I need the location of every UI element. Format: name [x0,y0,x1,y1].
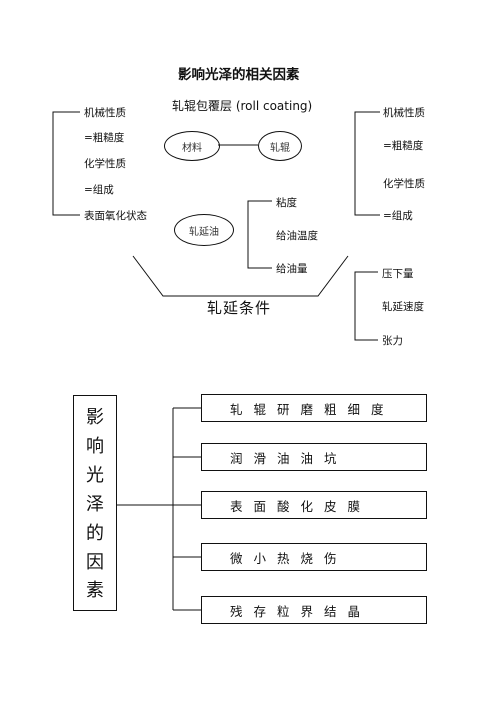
roll-coating-label: 轧辊包覆层 (roll coating) [172,99,313,113]
factor-char: 泽 [86,493,104,515]
factor-box-lubricant-pits: 润滑油油坑 [201,443,427,471]
factor-label: 残存粒界结晶 [230,603,372,619]
factor-char: 的 [86,522,104,544]
factor-box-roll-grinding: 轧辊研磨粗细度 [201,394,427,422]
left-item-composition: =组成 [84,184,114,196]
right-item-tension: 张力 [382,335,403,347]
factor-box-heat-burn: 微小热烧伤 [201,543,427,571]
rolling-conditions-funnel [132,255,349,297]
factor-label: 微小热烧伤 [230,550,348,566]
right-item-speed: 轧延速度 [382,301,424,313]
left-item-roughness: =粗糙度 [84,132,125,144]
material-label: 材料 [182,142,202,154]
right-item-mechanical: 机械性质 [383,107,425,119]
left-bracket-line [52,111,80,216]
oil-item-temperature: 给油温度 [276,230,318,242]
oil-item-viscosity: 粘度 [276,197,297,209]
left-item-chemical: 化学性质 [84,158,126,170]
diagram-title: 影响光泽的相关因素 [178,67,300,83]
right-bottom-bracket-line [354,271,378,341]
rolling-conditions-label: 轧延条件 [207,299,272,317]
factor-char: 素 [86,580,104,602]
right-item-chemical: 化学性质 [383,178,425,190]
oil-bracket-line [247,200,272,269]
factor-char: 因 [86,551,104,573]
factor-title-box: 影 响 光 泽 的 因 素 [73,395,117,611]
factor-label: 表面酸化皮膜 [230,498,372,514]
roll-ellipse: 轧辊 [258,131,302,161]
roll-label: 轧辊 [270,142,290,154]
right-item-reduction: 压下量 [382,268,414,280]
factor-label: 轧辊研磨粗细度 [230,401,395,417]
rolling-oil-ellipse: 轧延油 [174,214,234,246]
left-item-oxidation: 表面氧化状态 [84,210,147,222]
left-item-mechanical: 机械性质 [84,107,126,119]
right-item-roughness: =粗糙度 [383,140,424,152]
right-top-bracket-line [354,111,380,216]
right-item-composition: =组成 [383,210,413,222]
factor-char: 影 [86,407,104,429]
factor-char: 响 [86,436,104,458]
factor-box-grain-boundary: 残存粒界结晶 [201,596,427,624]
factor-char: 光 [86,465,104,487]
oil-item-amount: 给油量 [276,263,308,275]
material-ellipse: 材料 [164,131,220,161]
factor-label: 润滑油油坑 [230,450,348,466]
factor-box-surface-oxide: 表面酸化皮膜 [201,491,427,519]
rolling-oil-label: 轧延油 [189,226,219,238]
